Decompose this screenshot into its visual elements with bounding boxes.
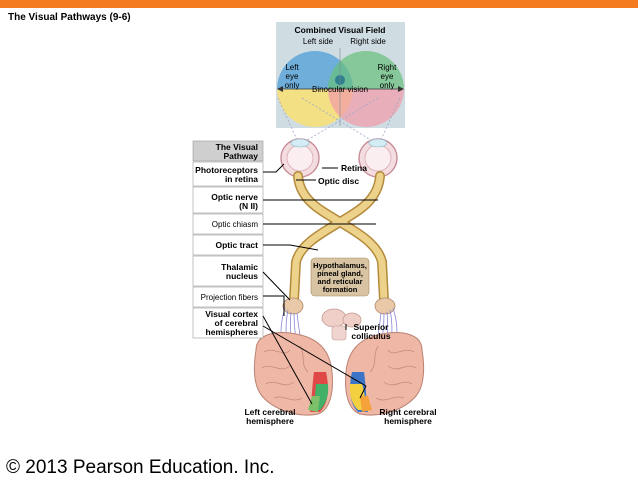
leader-thalamic-nucleus <box>262 271 291 301</box>
left-thalamic-nucleus <box>282 297 304 315</box>
field-arrow-left-head <box>277 86 283 92</box>
optic-pathway <box>289 171 389 305</box>
pathway-row-photoreceptors <box>192 161 264 187</box>
left-hemisphere-line-1: Left cerebral <box>244 407 295 417</box>
leader-visual-cortex-2 <box>262 325 367 387</box>
right-cerebral-hemisphere-shape <box>345 332 425 416</box>
combined-visual-field: Combined Visual Field Left side Right si… <box>276 22 405 128</box>
leader-photoreceptors <box>263 163 285 173</box>
pathway-box-title-line-1: The Visual <box>216 142 258 152</box>
right-eye-only-line-2: eye <box>381 72 394 81</box>
left-hemisphere-line-2: hemisphere <box>246 416 294 426</box>
visual-cortex-line-3: hemispheres <box>206 327 259 337</box>
hypothalamus-line-1: Hypothalamus, <box>313 261 367 270</box>
photoreceptors-line-1: Photoreceptors <box>195 165 258 175</box>
binocular-vision-label: Binocular vision <box>312 85 368 94</box>
visual-pathway-box: The Visual Pathway Photoreceptors in ret… <box>192 140 264 339</box>
pathway-row-visual-cortex <box>192 307 264 339</box>
optic-chiasm-label: Optic chiasm <box>212 220 259 229</box>
right-hemisphere-line-1: Right cerebral <box>379 407 436 417</box>
leader-projection-fibers <box>263 295 285 316</box>
retina-label: Retina <box>341 163 367 173</box>
slide-title: The Visual Pathways (9-6) <box>8 12 131 23</box>
leader-visual-cortex-1 <box>262 315 303 387</box>
leader-lines <box>262 163 378 387</box>
hypothalamus-line-2: pineal gland, <box>317 269 363 278</box>
copyright-notice: © 2013 Pearson Education. Inc. <box>6 457 275 478</box>
top-accent-bar <box>0 0 638 8</box>
right-eye-only-line-3: only <box>380 81 395 90</box>
superior-colliculus-line-2: colliculus <box>351 331 390 341</box>
left-eye-only-line-1: Left <box>285 63 299 72</box>
superior-colliculus-shape <box>321 308 362 341</box>
right-eye <box>358 138 398 178</box>
left-eye-only-line-2: eye <box>286 72 299 81</box>
visual-field-title: Combined Visual Field <box>295 25 386 35</box>
left-eye <box>280 138 320 178</box>
hypothalamus-box: Hypothalamus, pineal gland, and reticula… <box>310 257 370 297</box>
leader-visual-cortex-1b <box>301 385 313 405</box>
field-arrow-right-head <box>398 86 404 92</box>
optic-tract-label: Optic tract <box>215 240 258 250</box>
visual-cortex-line-1: Visual cortex <box>205 309 258 319</box>
field-projection-lines <box>277 97 401 143</box>
right-eye-only-line-1: Right <box>378 63 397 72</box>
pathway-row-projection-fibers <box>192 286 264 308</box>
right-eye-field-upper <box>328 51 404 89</box>
right-hemisphere-line-2: hemisphere <box>384 416 432 426</box>
right-side-label: Right side <box>350 37 386 46</box>
pathway-box-title-line-2: Pathway <box>224 151 259 161</box>
optic-nerve-line-2: (N II) <box>239 201 258 211</box>
left-lens <box>290 138 310 148</box>
pathway-row-optic-nerve <box>192 186 264 214</box>
left-cerebral-hemisphere-shape <box>253 332 333 416</box>
right-thalamic-nucleus <box>374 297 396 315</box>
leader-optic-tract <box>263 244 319 251</box>
right-lens <box>368 138 388 148</box>
pathway-box-header <box>192 140 264 162</box>
pathway-row-thalamic-nucleus <box>192 255 264 287</box>
projection-fibers-label: Projection fibers <box>201 293 258 302</box>
left-eye-only-line-3: only <box>285 81 300 90</box>
superior-colliculus-line-1: Superior <box>354 322 390 332</box>
thalamic-nucleus-line-2: nucleus <box>226 271 258 281</box>
hypothalamus-line-4: formation <box>323 285 358 294</box>
photoreceptors-line-2: in retina <box>225 174 258 184</box>
left-side-label: Left side <box>303 37 334 46</box>
visual-cortex-line-2: of cerebral <box>215 318 258 328</box>
right-eye-field-lower <box>328 89 404 127</box>
hypothalamus-line-3: and reticular <box>317 277 362 286</box>
thalamic-nucleus-line-1: Thalamic <box>221 262 258 272</box>
optic-nerve-line-1: Optic nerve <box>211 192 258 202</box>
leader-visual-cortex-2b <box>359 385 367 399</box>
optic-disc-label: Optic disc <box>318 176 359 186</box>
